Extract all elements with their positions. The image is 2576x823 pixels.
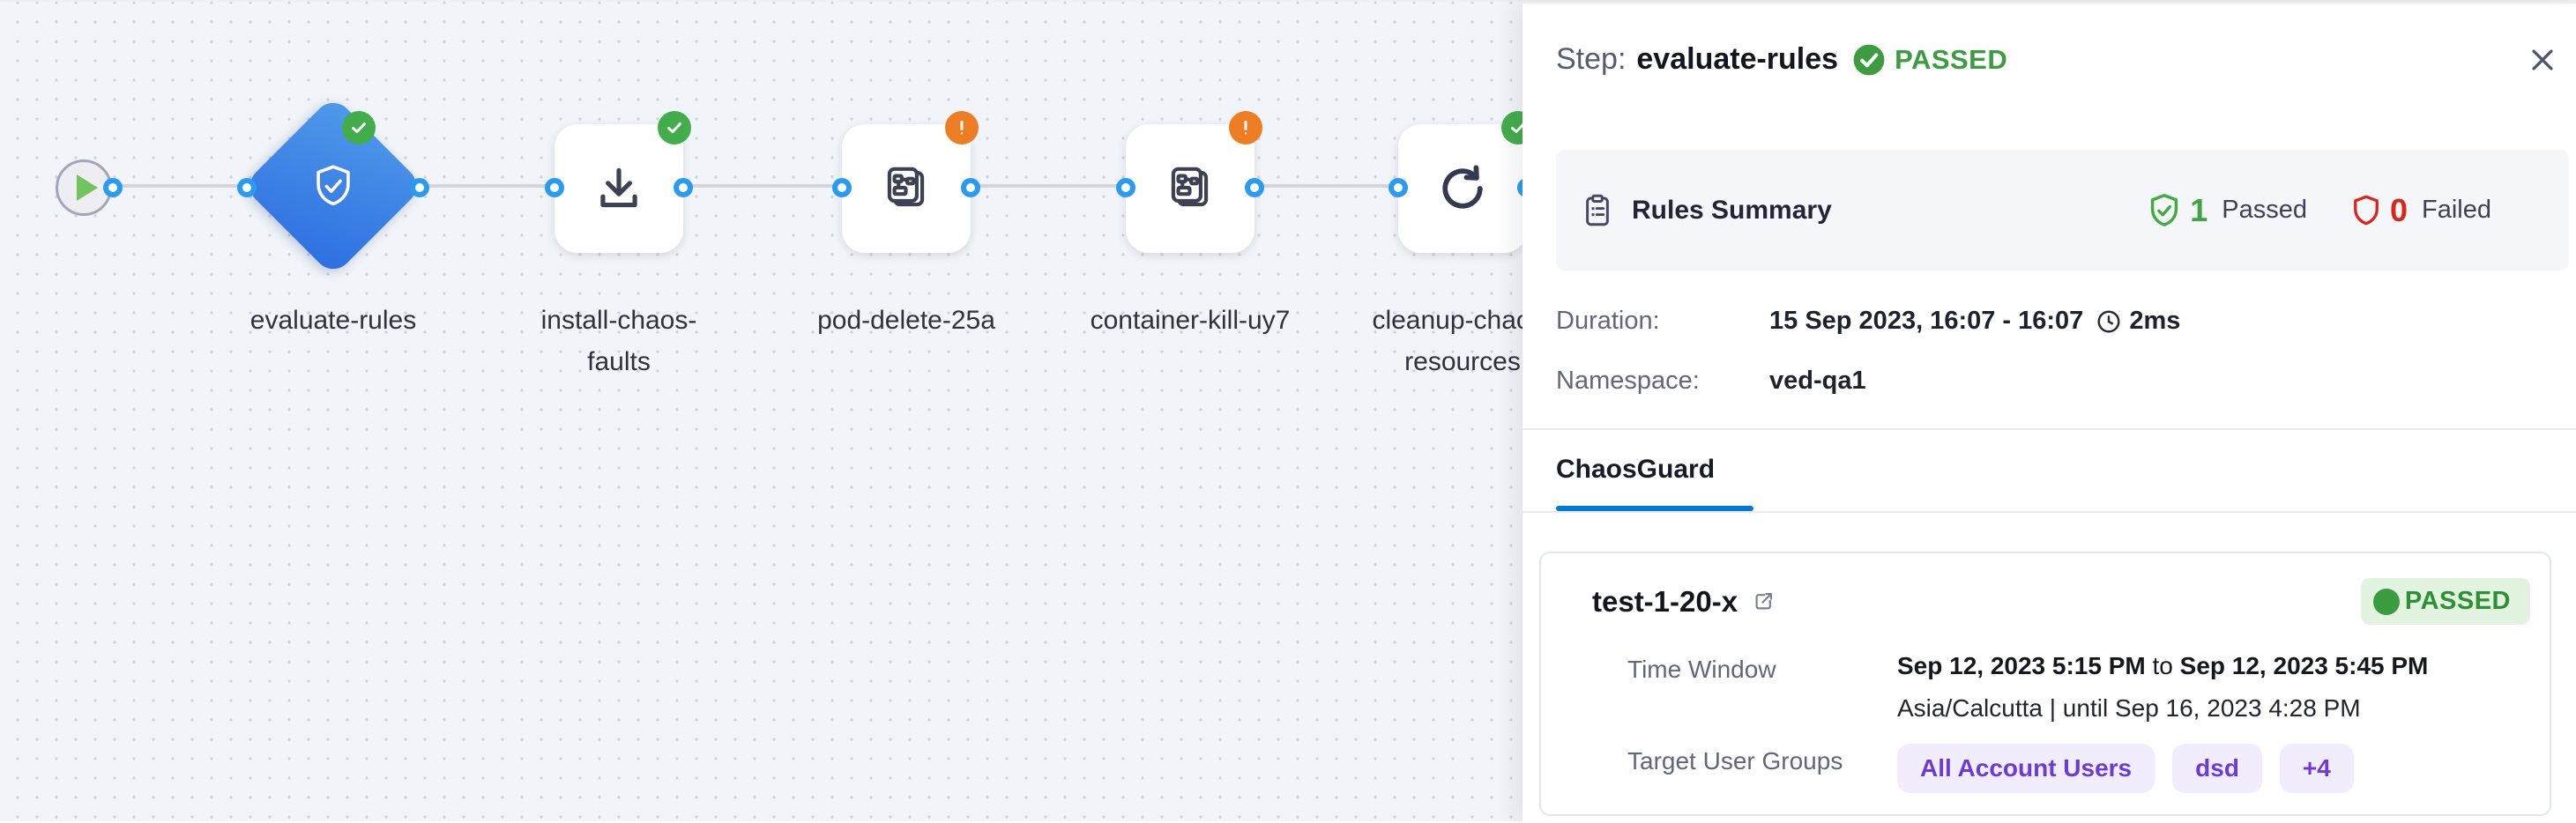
node-evaluate-rules[interactable]	[242, 94, 425, 278]
close-button[interactable]	[2525, 42, 2560, 78]
status-dot	[2372, 588, 2400, 615]
time-window-label: Time Window	[1627, 656, 1776, 683]
target-user-groups-row: Target User Groups All Account Users dsd…	[1627, 744, 2354, 793]
node-pod-delete-25a[interactable]	[842, 111, 979, 253]
connector-port	[237, 178, 257, 197]
connector-port	[1389, 178, 1408, 197]
connector-port	[1116, 178, 1135, 197]
tab-active-underline	[1556, 506, 1753, 511]
connector-port	[832, 178, 852, 197]
duration-time: 2ms	[2129, 307, 2181, 335]
external-link-icon[interactable]	[1752, 589, 1776, 613]
namespace-label: Namespace:	[1556, 367, 1700, 395]
clipboard-icon	[1586, 194, 1609, 226]
node-container-kill-uy7[interactable]	[1126, 111, 1262, 253]
rules-summary-title: Rules Summary	[1632, 195, 1832, 225]
failed-count: 0	[2389, 191, 2408, 228]
node-label-container-kill-uy7: container-kill-uy7	[1090, 306, 1291, 335]
connector-port	[961, 178, 980, 197]
guard-name: test-1-20-x	[1592, 584, 1738, 618]
status-badge-passed	[658, 111, 691, 145]
shield-failed-icon	[2354, 195, 2379, 225]
retry-icon	[1442, 165, 1483, 209]
connector-port	[545, 178, 564, 197]
tab-baseline	[1523, 511, 2576, 513]
step-details-panel: Step: evaluate-rules PASSED Rules Summar…	[1523, 2, 2576, 823]
connector-port	[1245, 178, 1264, 197]
play-icon	[77, 174, 98, 201]
timezone-info: Asia/Calcutta | until Sep 16, 2023 4:28 …	[1897, 694, 2361, 722]
duration-row: Duration: 15 Sep 2023, 16:07 - 16:07 2ms	[1556, 307, 2180, 336]
duration-label: Duration:	[1556, 307, 1660, 335]
passed-count: 1	[2190, 191, 2208, 228]
step-status-text: PASSED	[1895, 43, 2008, 75]
panel-header: Step: evaluate-rules PASSED	[1556, 42, 2007, 77]
duration-value: 15 Sep 2023, 16:07 - 16:07	[1769, 307, 2084, 335]
node-label-evaluate-rules: evaluate-rules	[249, 306, 417, 335]
clock-icon	[2096, 308, 2122, 335]
namespace-value: ved-qa1	[1769, 367, 1866, 395]
guard-status-text: PASSED	[2404, 587, 2511, 615]
chaos-fault-icon	[1171, 167, 1209, 207]
chaosguard-card: test-1-20-x PASSED Time Window Sep 12, 2…	[1539, 552, 2551, 816]
failed-stat: 0 Failed	[2348, 192, 2491, 229]
tab-chaosguard[interactable]: ChaosGuard	[1556, 455, 1716, 484]
user-group-pill: +4	[2279, 744, 2354, 793]
step-label: Step:	[1556, 42, 1627, 76]
user-group-pill: dsd	[2172, 744, 2262, 793]
node-label-pod-delete-25a: pod-delete-25a	[817, 306, 995, 335]
status-badge-passed	[342, 111, 376, 145]
namespace-row: Namespace: ved-qa1	[1556, 367, 1866, 396]
failed-label: Failed	[2422, 196, 2491, 224]
connector-port	[103, 178, 123, 197]
node-label-install-chaos-faults: install-chaos-faults	[540, 306, 697, 376]
download-icon	[600, 167, 637, 208]
time-window-value: Sep 12, 2023 5:15 PM to Sep 12, 2023 5:4…	[1897, 652, 2429, 679]
time-window-row: Time Window Sep 12, 2023 5:15 PM to Sep …	[1627, 652, 2428, 723]
pipeline-edge	[113, 184, 1530, 188]
passed-check-icon	[1852, 43, 1886, 77]
step-name: evaluate-rules	[1636, 42, 1839, 76]
divider	[1523, 428, 2576, 430]
node-install-chaos-faults[interactable]	[555, 111, 691, 253]
target-user-groups-label: Target User Groups	[1627, 747, 1843, 775]
status-badge-warning	[1229, 111, 1262, 145]
passed-label: Passed	[2222, 196, 2307, 224]
guard-status-badge: PASSED	[2360, 578, 2530, 625]
shield-passed-icon	[2151, 193, 2178, 226]
connector-port	[410, 178, 429, 197]
chaos-fault-icon	[887, 167, 925, 207]
node-cleanup-chaos-resources[interactable]	[1398, 111, 1535, 253]
user-group-pill: All Account Users	[1897, 744, 2155, 793]
rules-summary-bar: Rules Summary 1 Passed 0 Failed	[1556, 150, 2569, 271]
shield-check-icon	[269, 122, 398, 250]
passed-stat: 1 Passed	[2144, 190, 2307, 231]
connector-port	[674, 178, 693, 197]
status-badge-warning	[945, 111, 979, 145]
